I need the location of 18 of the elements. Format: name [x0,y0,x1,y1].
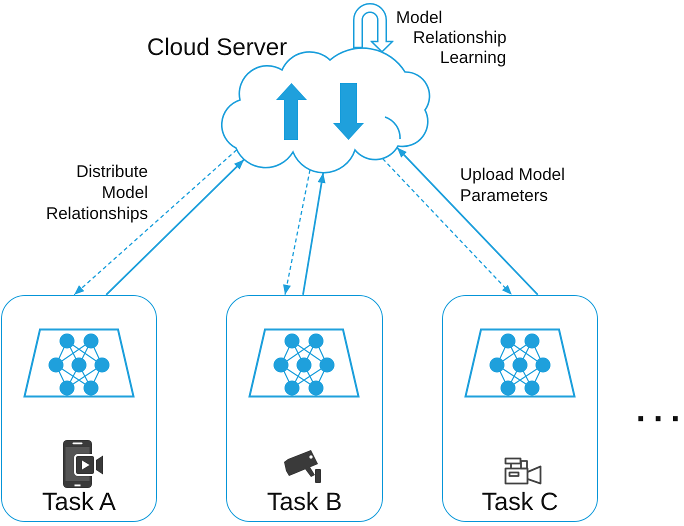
edge-label: Model Relationship Learning [396,8,508,68]
dashed-arrow [382,158,512,296]
arrow [302,172,326,295]
dashed-arrow [283,170,311,295]
ellipsis: ··· [636,412,684,426]
cloud-label: Cloud Server [147,34,288,62]
edge-label: Distribute Model Relationships [44,161,148,224]
task-card [226,295,383,522]
task-card [1,295,157,522]
arrow [396,146,538,296]
dashed-arrow [74,149,238,296]
task-card [442,295,598,522]
task-label: Task B [266,488,342,517]
task-label: Task C [482,488,558,517]
loop-arrow [353,3,394,53]
task-label: Task A [42,488,116,517]
edge-label: Upload Model Parameters [460,164,566,206]
arrow [106,158,245,296]
